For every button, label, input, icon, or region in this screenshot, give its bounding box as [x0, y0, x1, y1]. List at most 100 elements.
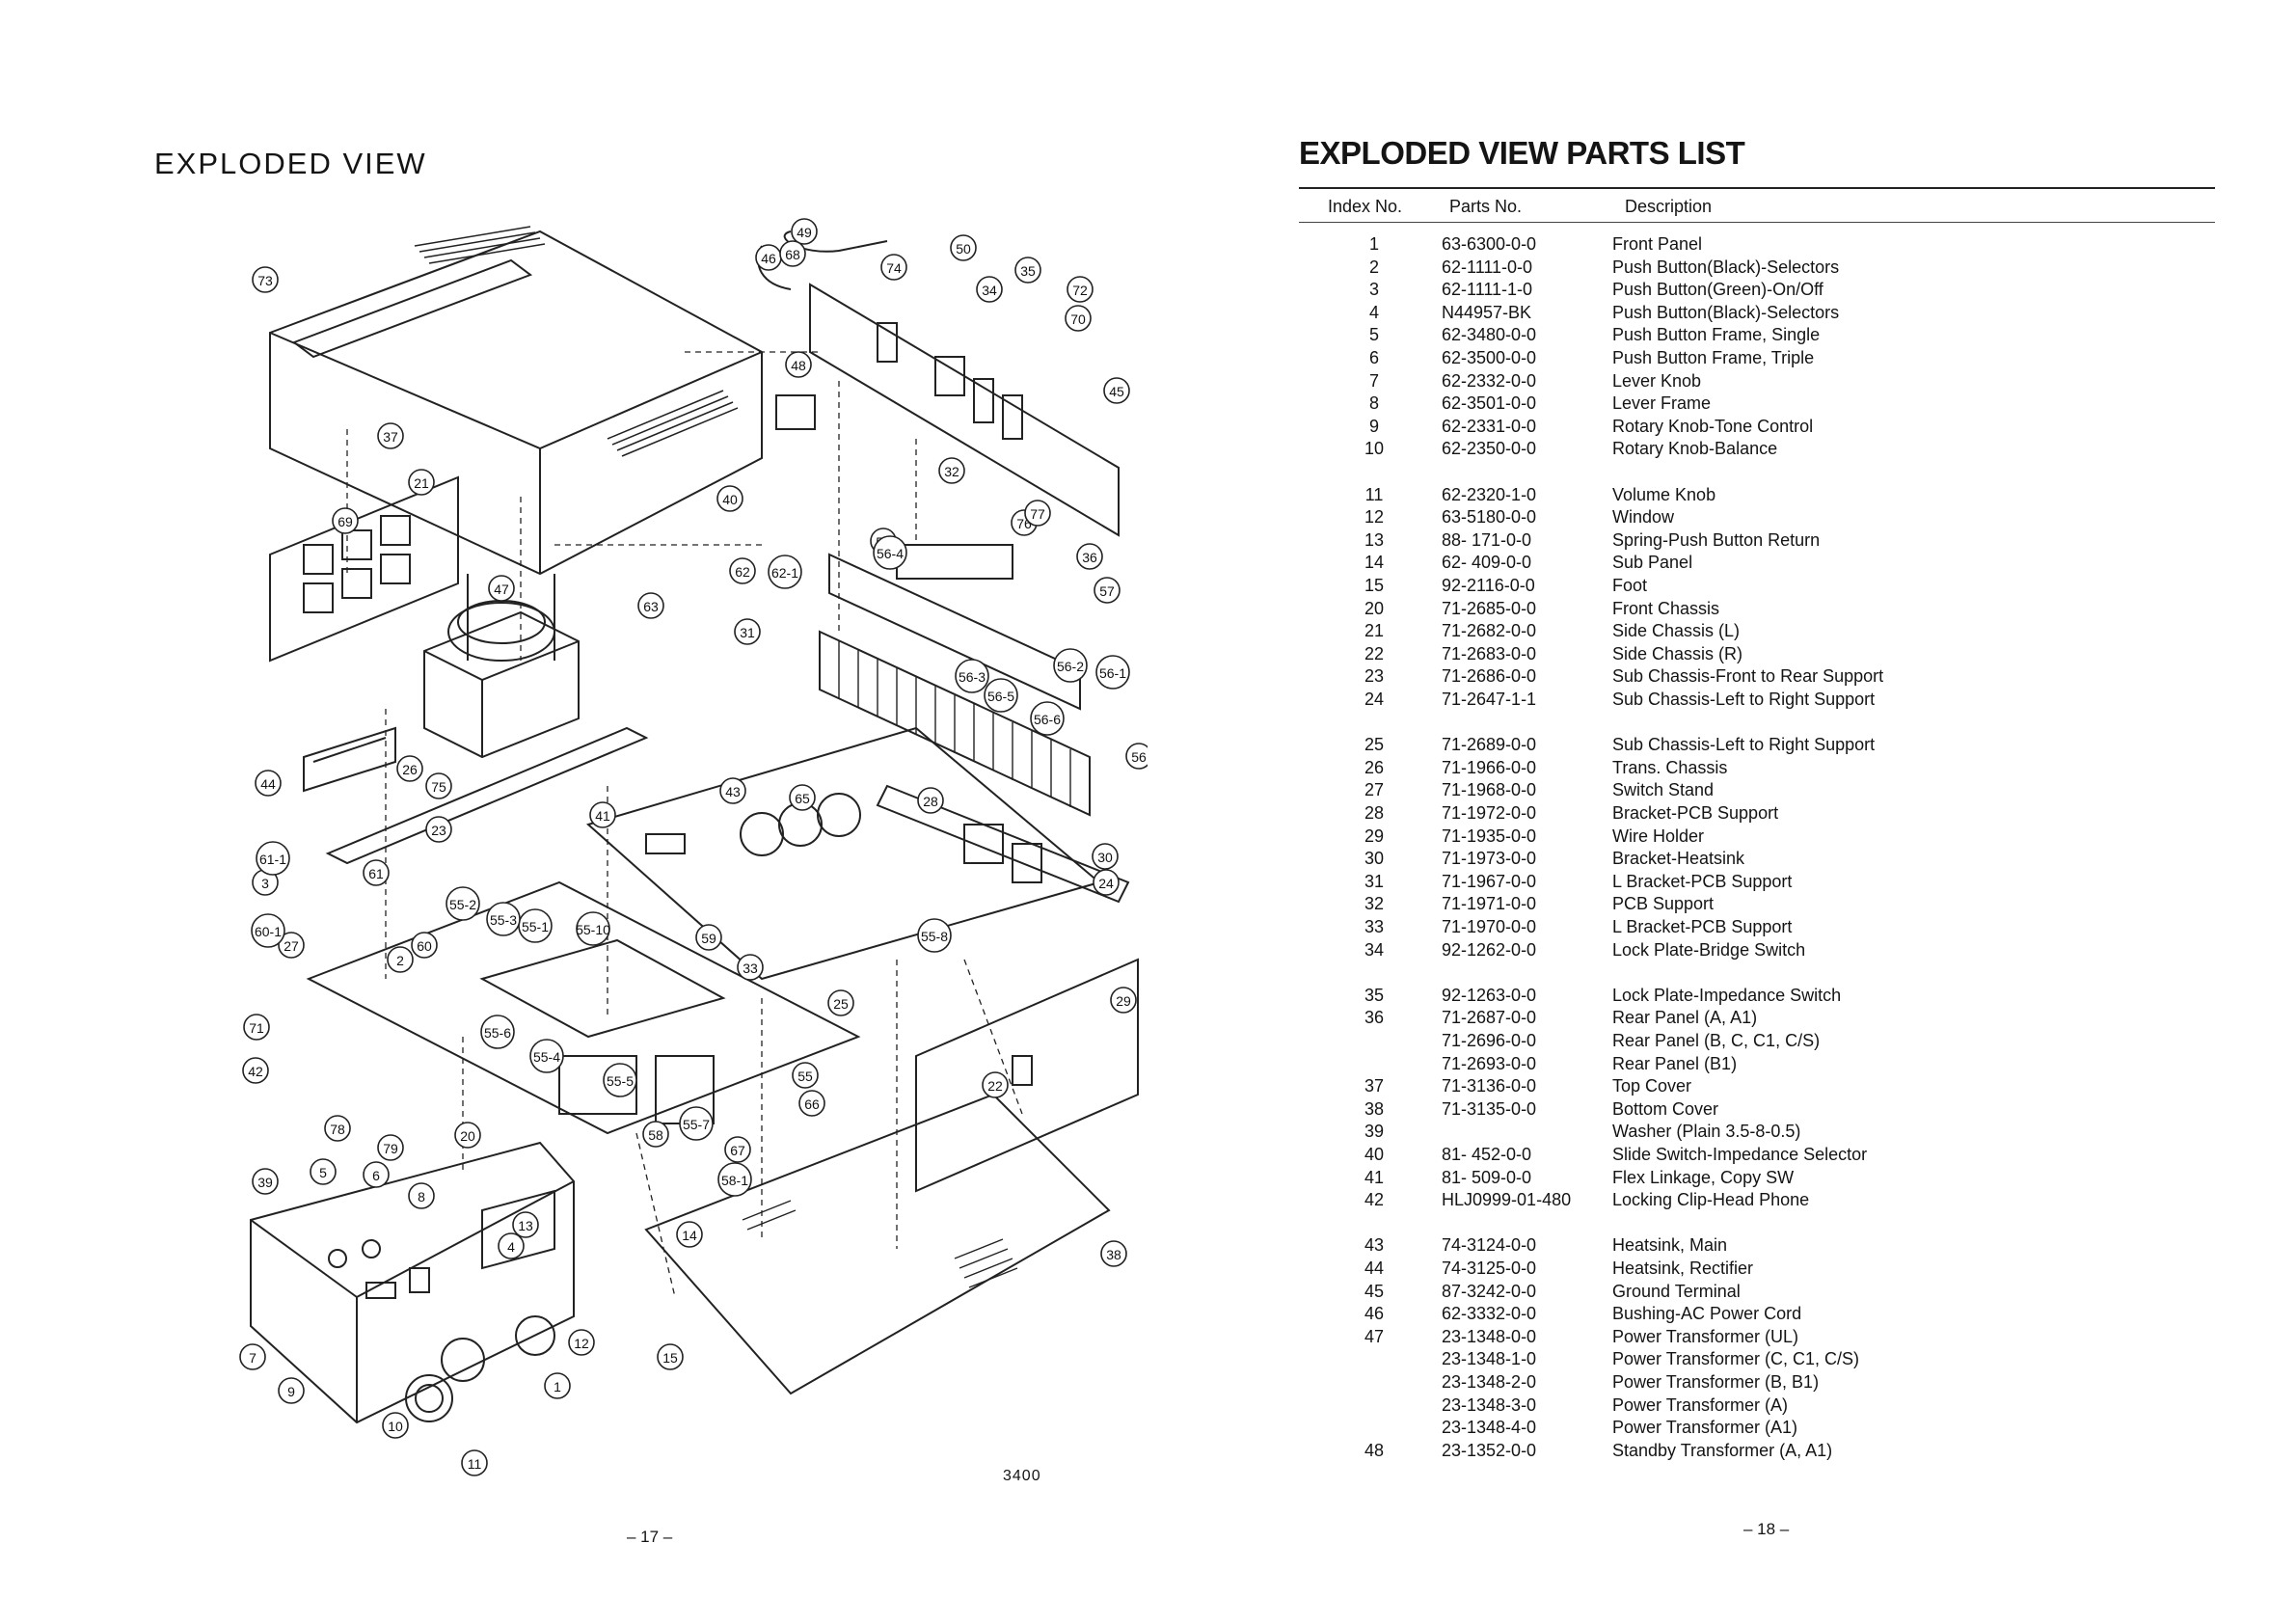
- parts-number-cell: 71-3135-0-0: [1442, 1098, 1537, 1119]
- callout-circle: [724, 1136, 751, 1163]
- parts-index-cell: 45: [1364, 1281, 1385, 1301]
- parts-number-cell: 71-1973-0-0: [1442, 849, 1537, 869]
- callout-circle: [737, 954, 764, 981]
- part-callout: 45: [1103, 377, 1130, 404]
- callout-circle: [950, 234, 977, 261]
- callout-circle: [734, 618, 761, 645]
- parts-index-cell: 43: [1364, 1235, 1385, 1256]
- callout-circle: [408, 1182, 435, 1209]
- parts-number-cell: 63-6300-0-0: [1442, 234, 1537, 254]
- callout-circle: [382, 1412, 409, 1439]
- parts-index-cell: 42: [1364, 1190, 1385, 1210]
- parts-number-cell: 71-2686-0-0: [1442, 666, 1537, 687]
- part-callout: 40: [716, 485, 743, 512]
- callout-circle: [676, 1221, 703, 1248]
- part-callout: 48: [785, 351, 812, 378]
- parts-index-cell: 11: [1364, 484, 1384, 504]
- parts-description-cell: Lever Knob: [1612, 370, 1702, 391]
- callout-label: 58-1: [721, 1173, 748, 1188]
- part-callout: 56-1: [1095, 655, 1130, 690]
- callout-label: 56-6: [1034, 712, 1061, 727]
- column-header-index: Index No.: [1328, 197, 1403, 216]
- callout-label: 40: [722, 492, 738, 507]
- part-callout: 11: [461, 1449, 488, 1476]
- part-callout: 28: [917, 787, 944, 814]
- callout-circle: [716, 485, 743, 512]
- parts-description-cell: Sub Panel: [1612, 553, 1693, 573]
- callout-circle: [982, 1071, 1009, 1098]
- parts-number-cell: 71-1971-0-0: [1442, 894, 1537, 914]
- callout-label: 72: [1072, 283, 1088, 298]
- parts-number-cell: 71-1972-0-0: [1442, 803, 1537, 823]
- parts-number-cell: 71-2647-1-1: [1442, 690, 1537, 709]
- callout-label: 77: [1030, 506, 1045, 522]
- callout-label: 6: [372, 1168, 380, 1183]
- parts-index-cell: 47: [1364, 1326, 1385, 1346]
- parts-description-cell: Ground Terminal: [1612, 1281, 1741, 1301]
- callout-circle: [789, 784, 816, 811]
- parts-number-cell: 71-2683-0-0: [1442, 643, 1537, 663]
- callout-label: 55-3: [490, 912, 517, 928]
- parts-description-cell: Power Transformer (A1): [1612, 1418, 1798, 1438]
- part-callout: 56-2: [1053, 648, 1088, 683]
- parts-description-cell: L Bracket-PCB Support: [1612, 917, 1793, 936]
- parts-number-cell: 71-2696-0-0: [1442, 1031, 1537, 1050]
- parts-index-cell: 48: [1364, 1440, 1385, 1460]
- rectifier-heatsink-drawing: [303, 726, 396, 793]
- callout-circle: [576, 911, 610, 946]
- part-callout: 50: [950, 234, 977, 261]
- callout-label: 26: [402, 762, 418, 777]
- callout-circle: [827, 989, 854, 1016]
- callout-circle: [729, 557, 756, 584]
- parts-description-cell: Sub Chassis-Left to Right Support: [1612, 735, 1876, 755]
- part-callout: 55-8: [917, 918, 952, 953]
- part-callout: 72: [1067, 276, 1094, 303]
- callout-circle: [768, 555, 802, 589]
- parts-index-cell: 41: [1364, 1167, 1385, 1187]
- parts-number-cell: 62-2331-0-0: [1442, 416, 1537, 436]
- parts-number-cell: 62-2320-1-0: [1442, 484, 1537, 504]
- callout-circle: [529, 1039, 564, 1073]
- parts-index-cell: 44: [1364, 1259, 1385, 1278]
- part-callout: 71: [243, 1014, 270, 1041]
- parts-number-cell: 71-1967-0-0: [1442, 871, 1537, 891]
- callout-circle: [255, 770, 282, 797]
- callout-circle: [637, 592, 664, 619]
- parts-index-cell: 40: [1364, 1145, 1385, 1164]
- callout-label: 66: [804, 1096, 820, 1112]
- part-callout: 36: [1076, 543, 1103, 570]
- callout-label: 15: [662, 1350, 678, 1366]
- bottom-cover-drawing: [644, 1093, 1111, 1395]
- parts-index-cell: 14: [1364, 553, 1385, 573]
- part-callout: 70: [1065, 305, 1092, 332]
- callout-label: 49: [797, 225, 812, 240]
- parts-index-cell: 21: [1364, 621, 1385, 641]
- part-callout: 56: [1125, 743, 1148, 770]
- callout-label: 67: [730, 1143, 745, 1158]
- header-divider: [1299, 222, 2215, 223]
- parts-number-cell: 23-1348-4-0: [1442, 1418, 1537, 1438]
- callout-circle: [498, 1232, 525, 1259]
- parts-description-cell: Side Chassis (L): [1612, 621, 1741, 641]
- part-callout: 5: [310, 1158, 337, 1185]
- callout-label: 8: [418, 1189, 425, 1204]
- parts-description-cell: Wire Holder: [1612, 826, 1705, 846]
- callout-circle: [425, 816, 452, 843]
- part-callout: 3: [252, 869, 279, 896]
- parts-index-cell: 20: [1364, 598, 1385, 618]
- part-callout: 23: [425, 816, 452, 843]
- top-cover-drawing: [269, 226, 763, 576]
- callout-circle: [779, 240, 806, 267]
- parts-number-cell: 62-1111-0-0: [1442, 257, 1533, 277]
- parts-number-cell: 62- 409-0-0: [1442, 553, 1532, 573]
- callout-label: 55-1: [522, 919, 549, 934]
- callout-circle: [785, 351, 812, 378]
- part-callout: 55: [792, 1062, 819, 1089]
- parts-description-cell: PCB Support: [1612, 894, 1715, 914]
- callout-circle: [589, 801, 616, 828]
- parts-number-cell: 71-1935-0-0: [1442, 826, 1537, 846]
- callout-label: 45: [1109, 384, 1124, 399]
- callout-circle: [719, 777, 746, 804]
- callout-label: 55-4: [533, 1049, 560, 1065]
- parts-index-cell: 24: [1364, 690, 1385, 709]
